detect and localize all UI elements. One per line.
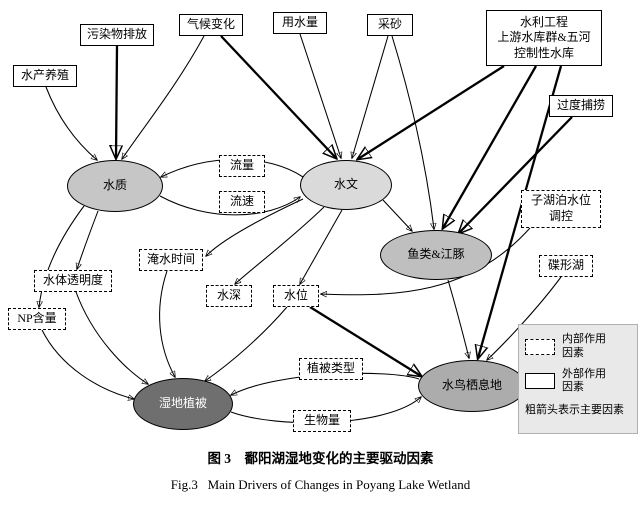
legend-external-label: 外部作用 因素	[562, 367, 606, 394]
solid-box-icon	[525, 373, 555, 390]
legend-row-external: 外部作用 因素	[525, 368, 631, 396]
internal-box-np-content: NP含量	[8, 308, 66, 330]
node-waterbird-habitat: 水鸟栖息地	[418, 360, 526, 412]
external-box-climate-change: 气候变化	[179, 14, 243, 36]
legend-row-internal: 内部作用 因素	[525, 333, 631, 361]
internal-box-water-depth: 水深	[206, 285, 252, 307]
external-box-sand-mining: 采砂	[367, 14, 413, 36]
figure-caption-chinese: 图 3 鄱阳湖湿地变化的主要驱动因素	[207, 451, 434, 466]
figure-caption-english: Fig.3 Main Drivers of Changes in Poyang …	[170, 477, 471, 492]
internal-box-vegetation-type: 植被类型	[299, 358, 363, 380]
node-water-quality: 水质	[67, 160, 163, 212]
internal-box-sublake-water-level-regulation: 子湖泊水位 调控	[521, 190, 601, 228]
internal-box-flow-velocity: 流速	[219, 191, 265, 213]
dashed-box-icon	[525, 338, 555, 355]
internal-box-biomass: 生物量	[293, 410, 351, 432]
legend-thick-arrow-note: 粗箭头表示主要因素	[525, 404, 624, 416]
node-wetland-vegetation: 湿地植被	[133, 378, 233, 430]
internal-box-water-transparency: 水体透明度	[34, 270, 112, 292]
internal-box-water-level: 水位	[273, 285, 319, 307]
external-box-water-projects: 水利工程 上游水库群&五河 控制性水库	[486, 10, 602, 66]
external-box-overfishing: 过度捕捞	[549, 95, 613, 117]
internal-box-flow: 流量	[219, 155, 265, 177]
node-fish-and-porpoise: 鱼类&江豚	[380, 230, 492, 280]
internal-box-dish-lake: 碟形湖	[539, 255, 593, 277]
external-box-aquaculture: 水产养殖	[13, 65, 77, 87]
legend: 内部作用 因素 外部作用 因素 粗箭头表示主要因素	[518, 324, 638, 434]
external-box-pollutant-discharge: 污染物排放	[80, 24, 154, 46]
node-hydrology: 水文	[300, 160, 392, 210]
legend-internal-label: 内部作用 因素	[562, 333, 606, 359]
external-box-water-consumption: 用水量	[273, 12, 327, 34]
internal-box-inundation-time: 淹水时间	[139, 249, 203, 271]
